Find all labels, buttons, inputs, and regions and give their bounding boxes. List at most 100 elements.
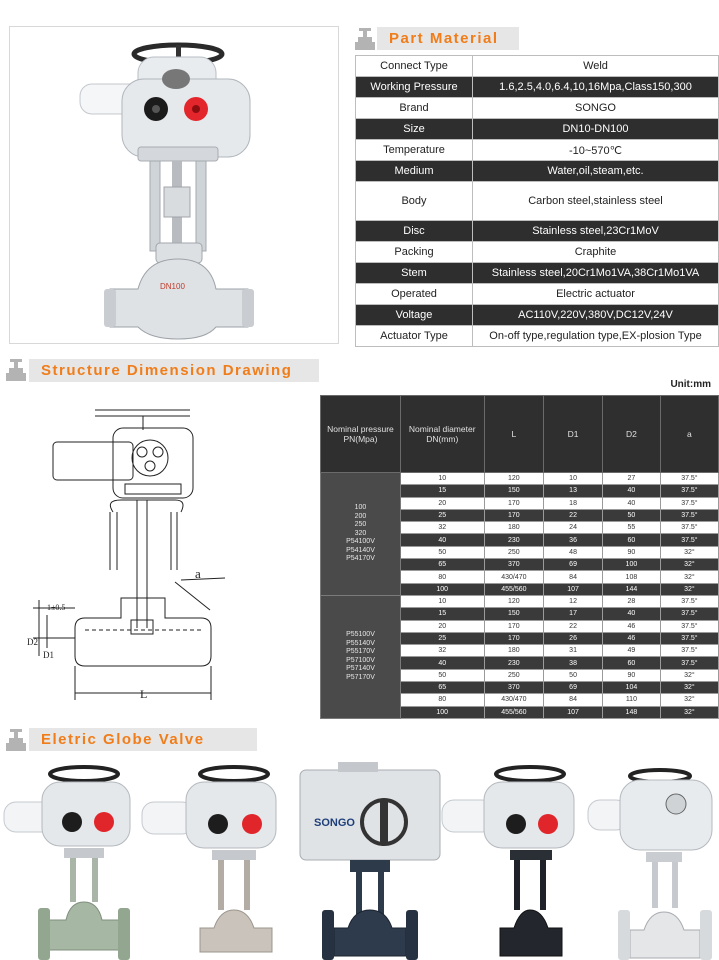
dimension-cell: 37.5° — [659, 594, 719, 609]
dimension-cell: 180 — [483, 644, 545, 658]
dimension-cell: 46 — [601, 619, 661, 633]
dimension-cell: 50 — [601, 508, 661, 523]
gallery-valve-3: SONGO — [299, 762, 441, 960]
material-value: -10~570℃ — [472, 139, 719, 161]
dimension-cell: 40 — [399, 656, 485, 670]
dimension-cell: 24 — [543, 521, 603, 535]
dimension-cell: 20 — [399, 619, 485, 633]
dimension-cell: 10 — [399, 471, 485, 486]
dimension-cell: 22 — [543, 508, 603, 523]
material-row: Temperature-10~570℃ — [355, 139, 719, 161]
dimension-cell: 10 — [399, 594, 485, 609]
dimension-cell: 32° — [659, 558, 719, 572]
dimension-cell: 40 — [601, 496, 661, 510]
gallery-valve-1 — [3, 765, 131, 960]
dimension-cell: 370 — [483, 681, 545, 695]
dimension-cell: 69 — [543, 681, 603, 695]
valve-gallery: SONGO — [3, 762, 713, 960]
dimension-cell: 12 — [543, 594, 603, 609]
dimension-cell: 17 — [543, 607, 603, 621]
col-header-d1: D1 — [543, 395, 603, 473]
dimension-cell: 100 — [399, 705, 485, 719]
dimension-cell: 37.5° — [659, 607, 719, 621]
col-header-d2: D2 — [601, 395, 661, 473]
main-valve-photo: DN100 — [79, 42, 254, 340]
svg-text:a: a — [195, 566, 201, 581]
col-header-a: a — [659, 395, 719, 473]
dimension-cell: 104 — [601, 681, 661, 695]
dimension-cell: 170 — [483, 631, 545, 646]
dimension-cell: 10 — [543, 471, 603, 486]
dimension-cell: 69 — [543, 558, 603, 572]
dimension-cell: 32° — [659, 668, 719, 683]
dimension-cell: 37.5° — [659, 471, 719, 486]
dimension-cell: 80 — [399, 693, 485, 707]
dimension-cell: 100 — [399, 582, 485, 596]
material-value: Carbon steel,stainless steel — [472, 181, 719, 221]
dimension-cell: 32° — [659, 545, 719, 560]
material-key: Stem — [355, 262, 473, 284]
dimension-cell: 37.5° — [659, 521, 719, 535]
dimension-cell: 84 — [543, 570, 603, 584]
svg-text:D2: D2 — [27, 637, 38, 647]
material-value: AC110V,220V,380V,DC12V,24V — [472, 304, 719, 326]
dimension-cell: 144 — [601, 582, 661, 596]
dimension-cell: 32 — [399, 521, 485, 535]
dimension-cell: 120 — [483, 594, 545, 609]
dimension-cell: 90 — [601, 668, 661, 683]
dimension-drawing: a L D2 D1 1±0.5 — [27, 409, 226, 701]
dimension-cell: 32 — [399, 644, 485, 658]
material-key: Body — [355, 181, 473, 221]
dimension-cell: 60 — [601, 533, 661, 547]
col-header-l: L — [483, 395, 545, 473]
dimension-cell: 46 — [601, 631, 661, 646]
dimension-cell: 150 — [483, 607, 545, 621]
material-key: Connect Type — [355, 55, 473, 77]
material-value: Electric actuator — [472, 283, 719, 305]
dimension-cell: 36 — [543, 533, 603, 547]
dimension-cell: 107 — [543, 582, 603, 596]
dimension-cell: 170 — [483, 619, 545, 633]
dimension-cell: 31 — [543, 644, 603, 658]
structure-drawing-title: Structure Dimension Drawing — [29, 359, 319, 382]
dimension-cell: 370 — [483, 558, 545, 572]
dimension-cell: 250 — [483, 545, 545, 560]
material-key: Packing — [355, 241, 473, 263]
dimension-cell: 250 — [483, 668, 545, 683]
material-value: Stainless steel,20Cr1Mo1VA,38Cr1Mo1VA — [472, 262, 719, 284]
dimension-cell: 180 — [483, 521, 545, 535]
dimension-cell: 170 — [483, 496, 545, 510]
col-header-diameter: Nominal diameter DN(mm) — [399, 395, 485, 473]
material-key: Disc — [355, 220, 473, 242]
dimension-cell: 90 — [601, 545, 661, 560]
dimension-cell: 110 — [601, 693, 661, 707]
dimension-cell: 40 — [399, 533, 485, 547]
part-material-title: Part Material — [377, 27, 519, 50]
dimension-cell: 37.5° — [659, 533, 719, 547]
dimension-cell: 65 — [399, 681, 485, 695]
dimension-cell: 27 — [601, 471, 661, 486]
material-value: Weld — [472, 55, 719, 77]
dimension-cell: 455/560 — [483, 582, 545, 596]
dimension-cell: 22 — [543, 619, 603, 633]
material-value: SONGO — [472, 97, 719, 119]
dimension-cell: 49 — [601, 644, 661, 658]
dimension-cell: 55 — [601, 521, 661, 535]
dimension-cell: 48 — [543, 545, 603, 560]
dimension-cell: 60 — [601, 656, 661, 670]
pressure-group-cell: 100 200 250 320 P54100V P54140V P54170V — [320, 472, 401, 596]
gallery-valve-5 — [587, 768, 713, 960]
gallery-valve-4 — [441, 765, 575, 957]
